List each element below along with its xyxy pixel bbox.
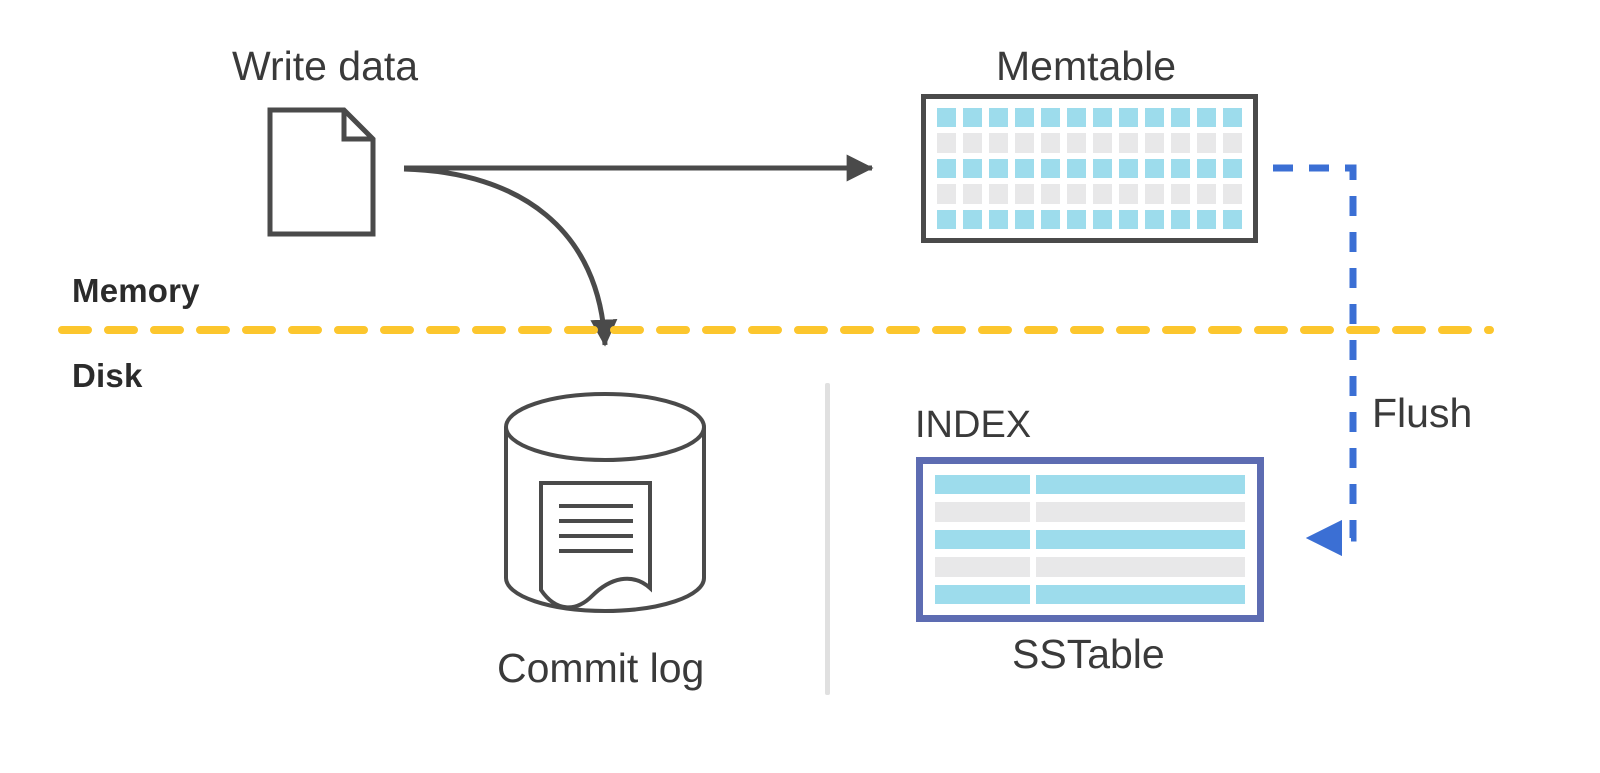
memtable-cell (1171, 133, 1190, 153)
memtable-cell (1119, 133, 1138, 153)
memtable-cell (1093, 158, 1112, 179)
memtable-cell (1119, 108, 1138, 128)
memtable-cell (1041, 184, 1060, 204)
memtable-cell (1197, 209, 1216, 229)
memtable-cell (1093, 209, 1112, 229)
sstable-box (916, 457, 1264, 622)
memtable-cell (1067, 209, 1086, 229)
memtable-cell (937, 133, 956, 153)
memtable-cell (1223, 209, 1242, 229)
memtable-cell (989, 209, 1008, 229)
arrow-write-to-commit-log (403, 166, 618, 347)
memtable-cell (1093, 184, 1112, 204)
memtable-cell (1197, 108, 1216, 128)
sstable-index-cell (935, 502, 1030, 522)
memtable-cell (1119, 209, 1138, 229)
memtable-cell (1197, 133, 1216, 153)
memtable-cell (1145, 209, 1164, 229)
memtable-cell (963, 158, 982, 179)
memtable-cell (937, 158, 956, 179)
sstable-data-cell (1036, 502, 1245, 522)
write-data-label: Write data (232, 43, 419, 89)
memtable-cell (963, 209, 982, 229)
memtable-cell (1223, 133, 1242, 153)
memtable-cell (1041, 133, 1060, 153)
memtable-cell (1067, 184, 1086, 204)
sstable-data-cell (1036, 529, 1245, 550)
memtable-cell (1145, 184, 1164, 204)
memtable-cell (1145, 158, 1164, 179)
sstable-data-cell (1036, 557, 1245, 577)
arrow-flush-memtable-to-sstable (1273, 164, 1357, 557)
memtable-cell (1197, 184, 1216, 204)
memtable-cell (1119, 158, 1138, 179)
memtable-cell (1223, 108, 1242, 128)
memtable-cell (1145, 108, 1164, 128)
memtable-cell (1015, 209, 1034, 229)
memtable-cell (1171, 158, 1190, 179)
memtable-cell (1015, 184, 1034, 204)
commit-log-cylinder-icon (504, 392, 706, 613)
sstable-index-cell (935, 584, 1030, 604)
memtable-cell (963, 133, 982, 153)
memtable-cell (989, 184, 1008, 204)
memtable-cell (1041, 158, 1060, 179)
memtable-cell (1119, 184, 1138, 204)
memtable-cell (1171, 184, 1190, 204)
commit-log-label: Commit log (497, 645, 705, 691)
sstable-label: SSTable (1012, 631, 1165, 677)
memtable-cell (1197, 158, 1216, 179)
sstable-index-cell (935, 557, 1030, 577)
memtable-grid (937, 108, 1242, 229)
memtable-cell (1041, 209, 1060, 229)
memtable-cell (1041, 108, 1060, 128)
memtable-cell (963, 108, 982, 128)
sstable-index-cell (935, 529, 1030, 550)
memtable-cell (1067, 108, 1086, 128)
memtable-cell (1171, 209, 1190, 229)
sstable-data-cell (1036, 584, 1245, 604)
memtable-cell (1015, 133, 1034, 153)
memtable-cell (963, 184, 982, 204)
memtable-cell (937, 184, 956, 204)
memtable-cell (989, 158, 1008, 179)
sstable-data-cell (1036, 475, 1245, 495)
memtable-cell (1093, 108, 1112, 128)
memtable-cell (1067, 158, 1086, 179)
memtable-cell (1171, 108, 1190, 128)
memtable-box (921, 94, 1258, 243)
memtable-cell (1015, 158, 1034, 179)
memtable-cell (1145, 133, 1164, 153)
sstable-index-cell (935, 475, 1030, 495)
disk-region-label: Disk (72, 357, 143, 394)
disk-column-divider (825, 383, 830, 695)
memtable-cell (1223, 158, 1242, 179)
memtable-label: Memtable (996, 43, 1177, 89)
memory-region-label: Memory (72, 272, 200, 309)
memtable-cell (937, 108, 956, 128)
memtable-cell (1067, 133, 1086, 153)
memtable-cell (1223, 184, 1242, 204)
memtable-cell (989, 108, 1008, 128)
memtable-cell (1015, 108, 1034, 128)
write-data-document-icon (267, 107, 376, 237)
flush-label: Flush (1372, 390, 1473, 436)
memtable-cell (989, 133, 1008, 153)
index-label: INDEX (915, 404, 1032, 446)
sstable-grid (935, 475, 1245, 604)
memtable-cell (937, 209, 956, 229)
memtable-cell (1093, 133, 1112, 153)
